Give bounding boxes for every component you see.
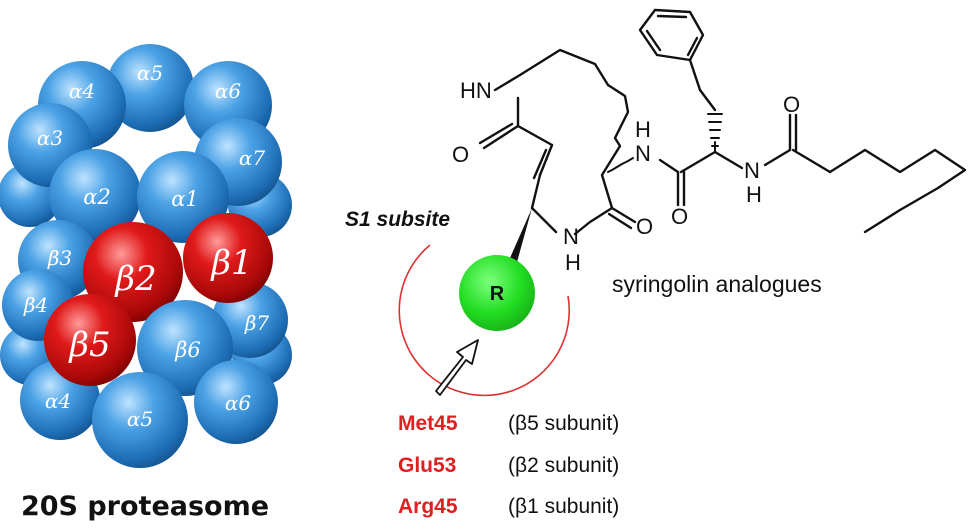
residue-row: Glu53 (β2 subunit) <box>398 454 619 477</box>
svg-text:α4: α4 <box>45 389 71 413</box>
subunit-b2[interactable]: β2 <box>83 222 183 322</box>
s1-subsite-arc <box>398 244 571 397</box>
atom-o-right: O <box>783 92 800 117</box>
stereo-bond-wedge <box>510 208 532 262</box>
svg-text:α5: α5 <box>127 407 153 431</box>
svg-text:α6: α6 <box>215 79 242 103</box>
bond <box>493 48 630 236</box>
svg-text:β3: β3 <box>47 246 72 270</box>
subunit-a6-bottom: α6 <box>194 360 278 444</box>
bond <box>698 88 717 112</box>
bond <box>791 148 832 174</box>
svg-text:α2: α2 <box>83 185 111 209</box>
stereo-bond-hash <box>607 157 634 173</box>
proteasome-model: α5 α4 α6 α3 α7 α2 α1 β3 <box>0 44 292 522</box>
compound-label: syringolin analogues <box>612 271 822 297</box>
phenyl-ring <box>638 8 705 92</box>
atom-h-top: H <box>635 117 651 142</box>
alkyl-chain <box>828 148 967 234</box>
residue-name: Met45 <box>398 412 458 435</box>
bond <box>538 143 554 177</box>
svg-text:β2: β2 <box>113 259 156 299</box>
svg-text:α5: α5 <box>137 61 163 85</box>
residue-subunit: (β2 subunit) <box>508 454 619 477</box>
atom-labels: HN O H N O N H O N H O <box>452 78 800 275</box>
bond <box>530 206 558 234</box>
atom-o-ring-right: O <box>636 214 653 239</box>
bond <box>658 158 680 174</box>
bond <box>607 212 633 230</box>
atom-n-top: N <box>635 141 651 166</box>
stereo-bond-hash <box>707 113 723 153</box>
bond <box>610 206 637 224</box>
s1-subsite-label: S1 subsite <box>345 208 450 231</box>
svg-text:R: R <box>490 283 505 305</box>
svg-text:β1: β1 <box>209 243 252 283</box>
subunit-b1[interactable]: β1 <box>183 213 273 303</box>
bond <box>532 148 548 180</box>
subunit-a2-top: α2 <box>49 149 141 241</box>
residue-name: Arg45 <box>398 495 458 518</box>
bond <box>482 124 520 150</box>
bond <box>763 148 792 167</box>
residue-subunit: (β1 subunit) <box>508 495 619 518</box>
atom-h-ring-bottom: H <box>565 250 581 275</box>
residue-list: Met45 (β5 subunit) Glu53 (β2 subunit) Ar… <box>398 412 619 518</box>
residue-row: Arg45 (β1 subunit) <box>398 495 619 518</box>
subunit-a5-bottom: α5 <box>92 372 188 468</box>
atom-o-middle: O <box>671 204 688 229</box>
atom-n-ring-bottom: N <box>563 224 579 249</box>
residue-row: Met45 (β5 subunit) <box>398 412 619 435</box>
subunit-b5[interactable]: β5 <box>44 294 136 386</box>
svg-text:α3: α3 <box>37 126 63 150</box>
bond <box>478 122 514 145</box>
svg-text:α6: α6 <box>225 391 252 415</box>
svg-text:α7: α7 <box>239 146 266 170</box>
atom-o-amide-left: O <box>452 142 469 167</box>
residue-name: Glu53 <box>398 454 456 477</box>
svg-text:β7: β7 <box>244 311 270 335</box>
residue-subunit: (β5 subunit) <box>508 412 619 435</box>
svg-text:β6: β6 <box>174 338 201 362</box>
atom-h-right: H <box>746 182 762 207</box>
syringolin-structure <box>478 8 967 262</box>
svg-text:α1: α1 <box>171 187 199 211</box>
proteasome-caption: 20S proteasome <box>21 491 269 522</box>
hollow-arrow-icon <box>435 339 479 396</box>
bond <box>713 150 744 170</box>
phenyl-double <box>645 14 699 57</box>
subunit-a5-top: α5 <box>106 44 194 132</box>
atom-n-right: N <box>744 158 760 183</box>
bond <box>679 150 717 174</box>
r-group[interactable]: R <box>459 255 535 331</box>
bond <box>516 124 554 147</box>
atom-hn-ring: HN <box>460 78 492 103</box>
svg-text:β5: β5 <box>67 325 110 365</box>
bond <box>530 173 542 210</box>
svg-text:α4: α4 <box>69 79 95 103</box>
svg-text:β4: β4 <box>23 293 48 317</box>
